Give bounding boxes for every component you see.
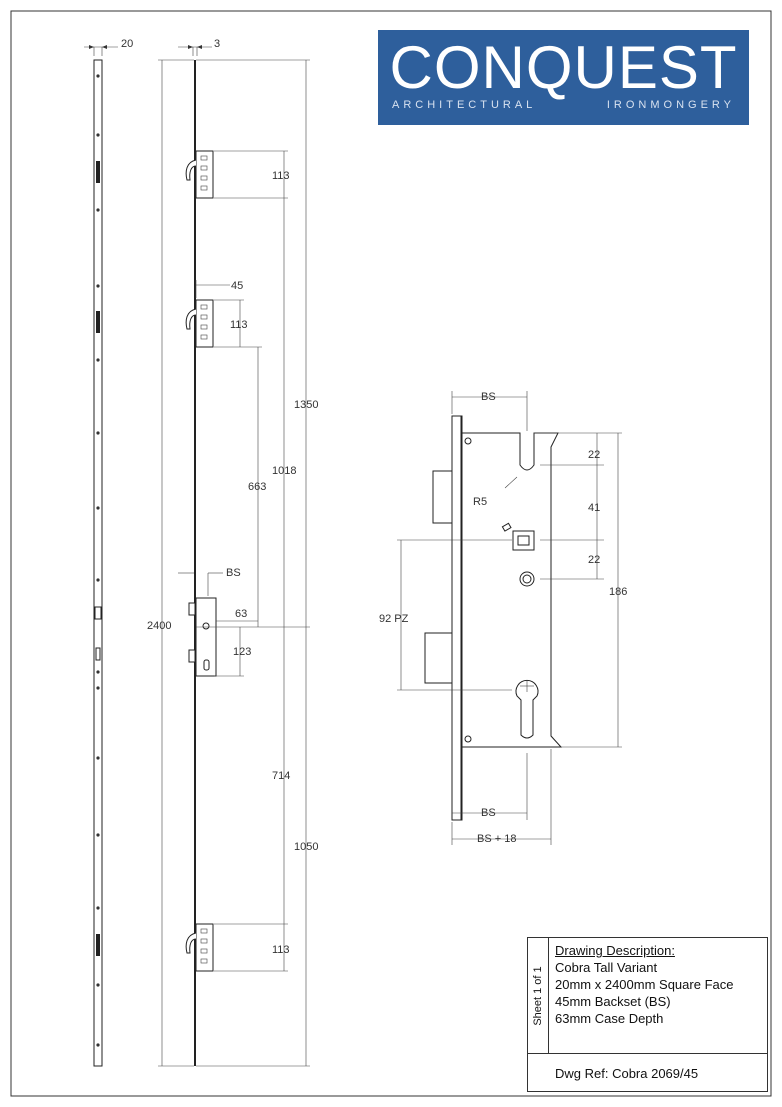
dim-hook-spacing-bottom: 113 bbox=[272, 944, 290, 956]
dim-hook-spacing-top: 113 bbox=[272, 170, 290, 182]
dim-cylinder-offset: 123 bbox=[233, 646, 251, 658]
hook-bottom bbox=[185, 923, 214, 972]
dim-face-thickness: 3 bbox=[214, 38, 220, 50]
hook-middle bbox=[185, 299, 214, 348]
description-line-4: 63mm Case Depth bbox=[555, 1011, 664, 1026]
dim-to-bottom-hook: 1050 bbox=[294, 841, 318, 853]
dim-detail-backset-plus: BS + 18 bbox=[477, 833, 516, 845]
title-block: Sheet 1 of 1 Drawing Description: Cobra … bbox=[527, 937, 768, 1092]
central-lock-case bbox=[188, 597, 217, 677]
dim-detail-backset-bottom: BS bbox=[481, 807, 496, 819]
dim-total-length: 2400 bbox=[147, 620, 171, 632]
logo-tagline-left: ARCHITECTURAL bbox=[392, 99, 537, 111]
hook-top bbox=[185, 150, 214, 199]
lock-case-detail: BS BS BS + 18 R5 22 41 22 186 92 PZ bbox=[379, 391, 627, 845]
dim-top-to-follower: 41 bbox=[588, 502, 600, 514]
logo-wordmark: CONQUEST bbox=[389, 34, 738, 101]
faceplate-front-view: 20 bbox=[84, 38, 133, 1067]
dim-mid-hook-to-centre: 663 bbox=[248, 481, 266, 493]
lock-side-view: 3 bbox=[147, 38, 318, 1067]
dim-to-mid-hook: 1018 bbox=[272, 465, 296, 477]
title-block-divider bbox=[528, 1053, 767, 1054]
description-heading: Drawing Description: bbox=[555, 943, 675, 958]
dim-face-width: 20 bbox=[121, 38, 133, 50]
dim-case-backset: BS bbox=[226, 567, 241, 579]
dim-hook-spacing-mid: 113 bbox=[230, 319, 248, 331]
sheet-cell: Sheet 1 of 1 bbox=[528, 938, 549, 1053]
logo-tagline-right: IRONMONGERY bbox=[606, 99, 735, 111]
dim-detail-backset-top: BS bbox=[481, 391, 496, 403]
drawing-description: Drawing Description: Cobra Tall Variant … bbox=[555, 942, 733, 1027]
dim-radius: R5 bbox=[473, 496, 487, 508]
description-line-1: Cobra Tall Variant bbox=[555, 960, 658, 975]
dim-top-gap: 22 bbox=[588, 449, 600, 461]
dim-case-height: 186 bbox=[609, 586, 627, 598]
brand-logo: CONQUEST ARCHITECTURAL IRONMONGERY bbox=[378, 30, 749, 125]
dim-follower-offset: 63 bbox=[235, 608, 247, 620]
dim-mid-hook-backset: 45 bbox=[231, 280, 243, 292]
drawing-reference: Dwg Ref: Cobra 2069/45 bbox=[555, 1066, 699, 1081]
description-line-3: 45mm Backset (BS) bbox=[555, 994, 671, 1009]
dim-to-top-hook: 1350 bbox=[294, 399, 318, 411]
sheet-border bbox=[10, 10, 772, 1097]
description-line-2: 20mm x 2400mm Square Face bbox=[555, 977, 734, 992]
sheet-number: Sheet 1 of 1 bbox=[532, 965, 544, 1026]
dim-follower-to-latch: 22 bbox=[588, 554, 600, 566]
dim-centre-to-bottom: 714 bbox=[272, 770, 290, 782]
dim-pz: 92 PZ bbox=[379, 613, 409, 625]
logo-tagline: ARCHITECTURAL IRONMONGERY bbox=[392, 99, 735, 111]
